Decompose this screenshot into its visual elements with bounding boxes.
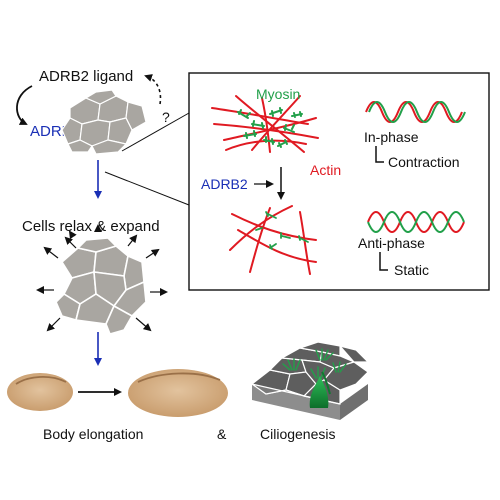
ligand-binding-arrow: [16, 85, 33, 125]
elongated-embryo: [128, 369, 228, 417]
actin-label: Actin: [310, 162, 341, 178]
ciliated-epithelium: [250, 341, 370, 420]
unknown-mark: ?: [162, 109, 170, 125]
inset-adrb2-label: ADRB2: [201, 176, 248, 192]
ligand-label: ADRB2 ligand: [39, 68, 133, 85]
compact-cell-cluster: [61, 89, 147, 155]
ciliogenesis-label: Ciliogenesis: [260, 426, 335, 442]
expansion-arrows: [36, 224, 168, 332]
myosin-label: Myosin: [256, 86, 300, 102]
relax-label: Cells relax & expand: [22, 218, 160, 235]
callout-line-top: [121, 112, 190, 152]
feedback-dashed-arrow: [144, 74, 162, 105]
contraction-label: Contraction: [388, 154, 460, 170]
cytoskeleton-inset-panel: [188, 72, 490, 291]
callout-line-bottom: [104, 171, 190, 206]
static-label: Static: [394, 262, 429, 278]
inphase-oscillation: [365, 101, 466, 123]
dispersed-myosin: [255, 211, 309, 250]
myosin-minifilaments: [237, 107, 303, 148]
ampersand-label: &: [217, 426, 227, 442]
short-embryo: [7, 373, 73, 411]
contraction-bracket: [375, 146, 384, 163]
expanded-cell-cluster: [55, 237, 147, 335]
inphase-label: In-phase: [364, 129, 419, 145]
antiphase-oscillation: [367, 211, 465, 233]
static-bracket: [379, 252, 388, 271]
antiphase-label: Anti-phase: [358, 235, 425, 251]
body-elongation-label: Body elongation: [43, 426, 143, 442]
